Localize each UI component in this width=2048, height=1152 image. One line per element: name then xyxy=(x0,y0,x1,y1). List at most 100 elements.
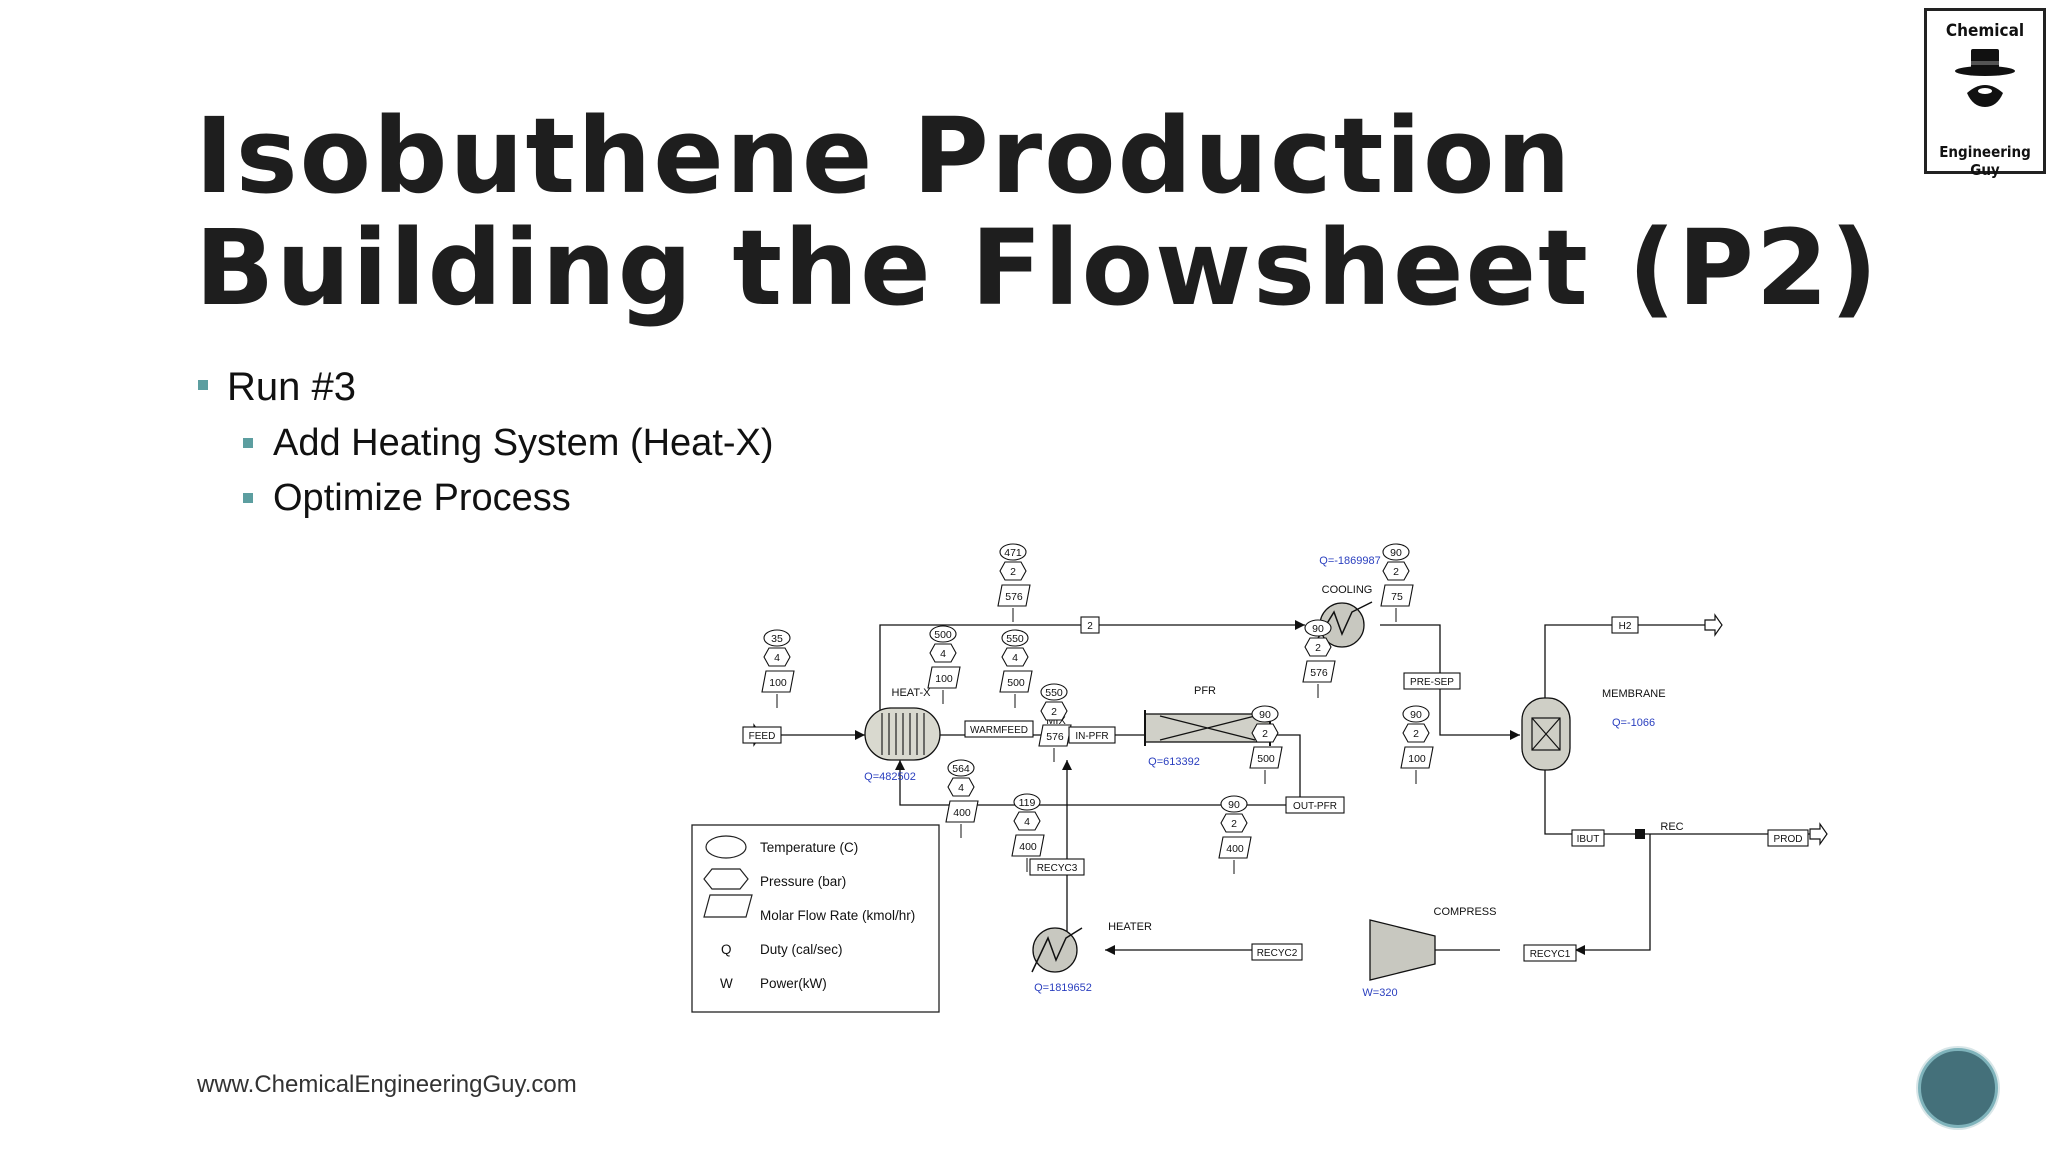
pressure-value: 2 xyxy=(1315,642,1321,654)
stream-label-recyc2: RECYC2 xyxy=(1251,943,1303,961)
legend-q-symbol: Q xyxy=(721,942,732,957)
molar-flow-value: 75 xyxy=(1391,591,1403,603)
temperature-value: 90 xyxy=(1228,799,1240,811)
block-label-heater: HEATER xyxy=(1108,921,1152,933)
logo-bottom-text: Engineering Guy xyxy=(1939,143,2031,179)
stream-name: IBUT xyxy=(1577,834,1600,845)
stream-name: OUT-PFR xyxy=(1293,801,1337,812)
stream-name: PRE-SEP xyxy=(1410,677,1454,688)
duty-heater: Q=1819652 xyxy=(1034,982,1092,994)
legend-molar-flow: Molar Flow Rate (kmol/hr) xyxy=(760,908,915,923)
stream-label-presep: PRE-SEP xyxy=(1403,672,1461,690)
pressure-value: 4 xyxy=(940,648,946,660)
stream-tag-outpfr: 550 2 576 xyxy=(1038,683,1072,762)
temperature-value: 90 xyxy=(1259,709,1271,721)
molar-flow-value: 500 xyxy=(1257,753,1275,765)
stream-label-recyc3: RECYC3 xyxy=(1029,858,1085,876)
stream-label-feed: FEED xyxy=(742,726,782,744)
bullet-list: Run #3 Add Heating System (Heat-X) Optim… xyxy=(195,358,774,526)
stream-name: PROD xyxy=(1774,834,1803,845)
pressure-value: 4 xyxy=(1012,652,1018,664)
duty-cooling: Q=-1869987 xyxy=(1319,555,1380,567)
temperature-value: 550 xyxy=(1045,687,1063,699)
bullet-item: Run #3 xyxy=(195,358,774,416)
temperature-value: 90 xyxy=(1410,709,1422,721)
stream-name: RECYC3 xyxy=(1037,863,1078,874)
stream-tag-feed: 35 4 100 xyxy=(761,629,795,708)
temperature-value: 550 xyxy=(1006,633,1024,645)
duty-pfr: Q=613392 xyxy=(1148,756,1200,768)
legend-temperature: Temperature (C) xyxy=(760,840,858,855)
pressure-value: 2 xyxy=(1393,566,1399,578)
pressure-value: 2 xyxy=(1051,706,1057,718)
block-label-cooling: COOLING xyxy=(1322,584,1373,596)
stream-name: RECYC2 xyxy=(1257,948,1298,959)
footer-url: www.ChemicalEngineeringGuy.com xyxy=(197,1071,577,1098)
temperature-value: 90 xyxy=(1312,623,1324,635)
temperature-value: 471 xyxy=(1004,547,1022,559)
pressure-value: 2 xyxy=(1010,566,1016,578)
block-label-pfr: PFR xyxy=(1194,685,1216,697)
process-flow-diagram: Temperature (C) Pressure (bar) Molar Flo… xyxy=(691,543,1828,1013)
molar-flow-value: 100 xyxy=(769,677,787,689)
title-line-1: Isobuthene Production xyxy=(195,95,1573,217)
legend-duty: Duty (cal/sec) xyxy=(760,942,843,957)
molar-flow-value: 100 xyxy=(935,673,953,685)
stream-name: 2 xyxy=(1087,621,1093,632)
title-line-2: Building the Flowsheet (P2) xyxy=(195,207,1880,329)
heater-icon xyxy=(1031,927,1083,973)
sub-bullet-item: Optimize Process xyxy=(195,471,774,526)
pressure-value: 2 xyxy=(1413,728,1419,740)
pressure-value: 4 xyxy=(1024,816,1030,828)
stream-label-warmfeed: WARMFEED xyxy=(964,720,1034,738)
block-label-membrane: MEMBRANE xyxy=(1602,688,1666,700)
molar-flow-value: 100 xyxy=(1408,753,1426,765)
stream-label-s2: 2 xyxy=(1080,616,1100,634)
stream-tag-recyc1: 90 2 400 xyxy=(1218,795,1252,874)
stream-tag-inpfr: 550 4 500 xyxy=(999,629,1033,708)
molar-flow-value: 400 xyxy=(1226,843,1244,855)
legend-pressure: Pressure (bar) xyxy=(760,874,846,889)
stream-name: IN-PFR xyxy=(1075,731,1108,742)
stream-label-recyc1: RECYC1 xyxy=(1523,944,1577,962)
stream-tag-prod: 90 2 100 xyxy=(1400,705,1434,784)
stream-name: H2 xyxy=(1619,621,1632,632)
membrane-separator-icon xyxy=(1521,697,1571,771)
legend-power: Power(kW) xyxy=(760,976,827,991)
temperature-value: 35 xyxy=(771,633,783,645)
slide-title: Isobuthene Production Building the Flows… xyxy=(195,100,1880,324)
power-compress: W=320 xyxy=(1362,987,1397,999)
molar-flow-value: 500 xyxy=(1007,677,1025,689)
stream-tag-ibut: 90 2 500 xyxy=(1249,705,1283,784)
compressor-icon xyxy=(1369,919,1436,981)
pressure-value: 2 xyxy=(1262,728,1268,740)
logo-top-text: Chemical xyxy=(1945,21,2025,41)
stream-name: WARMFEED xyxy=(970,725,1028,736)
pressure-value: 4 xyxy=(774,652,780,664)
molar-flow-value: 400 xyxy=(953,807,971,819)
temperature-value: 500 xyxy=(934,629,952,641)
molar-flow-value: 400 xyxy=(1019,841,1037,853)
pressure-value: 2 xyxy=(1231,818,1237,830)
stream-name: RECYC1 xyxy=(1530,949,1571,960)
duty-membrane: Q=-1066 xyxy=(1612,717,1655,729)
block-label-compress: COMPRESS xyxy=(1434,906,1497,918)
hat-mustache-icon xyxy=(1955,49,2015,107)
navigation-button[interactable] xyxy=(1918,1048,1998,1128)
pfr-reactor-icon xyxy=(1144,710,1271,746)
molar-flow-value: 576 xyxy=(1005,591,1023,603)
block-label-rec: REC xyxy=(1660,821,1683,833)
stream-label-h2: H2 xyxy=(1611,616,1639,634)
temperature-value: 564 xyxy=(952,763,970,775)
legend: Temperature (C) Pressure (bar) Molar Flo… xyxy=(691,824,940,1013)
stream-label-ibut: IBUT xyxy=(1571,829,1605,847)
molar-flow-value: 576 xyxy=(1046,731,1064,743)
logo: Chemical Engineering Guy xyxy=(1924,8,2046,179)
sub-bullet-item: Add Heating System (Heat-X) xyxy=(195,416,774,471)
stream-tag-s2: 471 2 576 xyxy=(997,543,1031,622)
legend-w-symbol: W xyxy=(720,976,733,991)
